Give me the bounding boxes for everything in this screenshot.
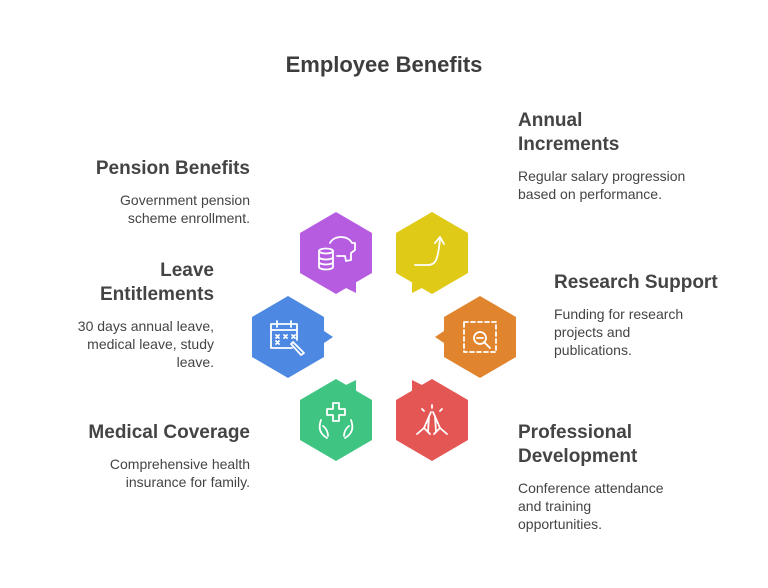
description: Comprehensive health insurance for famil… (109, 456, 250, 490)
description: Funding for research projects and public… (554, 306, 684, 358)
description: Conference attendance and training oppor… (518, 480, 664, 532)
heading: Annual Increments (518, 110, 620, 155)
research-support-block: Research Support Funding for research pr… (554, 271, 744, 359)
annual-increments-block: Annual Increments Regular salary progres… (518, 109, 688, 203)
description: Regular salary progression based on perf… (518, 168, 686, 202)
heading: Pension Benefits (95, 158, 250, 179)
leave-entitlements-block: Leave Entitlements 30 days annual leave,… (60, 259, 214, 371)
health-hands-icon (300, 379, 372, 461)
description: Government pension scheme enrollment. (120, 192, 250, 226)
praying-hands-icon (396, 379, 468, 461)
growth-arrow-icon (396, 212, 468, 294)
heading: Research Support (554, 272, 718, 293)
heading: Medical Coverage (88, 422, 250, 443)
diagram-title: Employee Benefits (285, 52, 483, 77)
heading: Leave Entitlements (100, 260, 215, 305)
medical-coverage-block: Medical Coverage Comprehensive health in… (70, 421, 250, 491)
magnifier-icon (435, 296, 516, 378)
pension-benefits-block: Pension Benefits Government pension sche… (70, 157, 250, 227)
heading: Professional Development (518, 422, 638, 467)
piggy-bank-icon (300, 212, 372, 294)
description: 30 days annual leave, medical leave, stu… (77, 318, 214, 370)
calendar-icon (252, 296, 333, 378)
professional-development-block: Professional Development Conference atte… (518, 421, 688, 533)
